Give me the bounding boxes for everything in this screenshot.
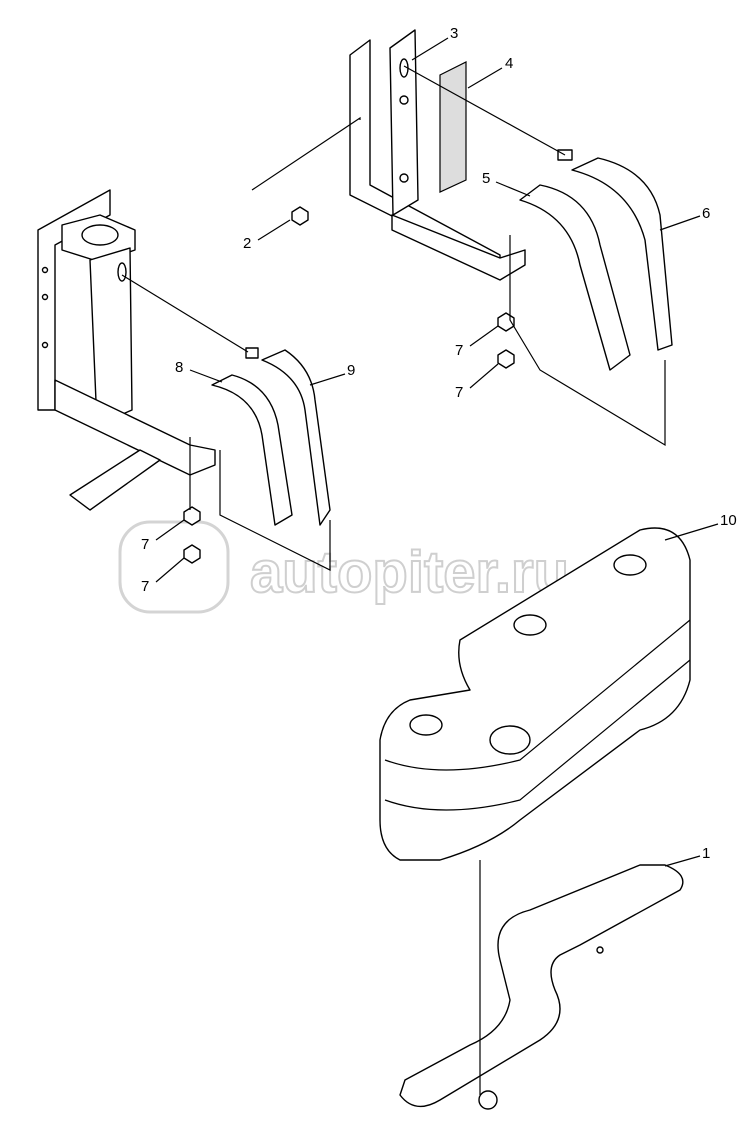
pad-8 xyxy=(211,374,293,526)
callout-7: 7 xyxy=(455,384,463,401)
callout-6: 6 xyxy=(702,205,710,222)
strap-9 xyxy=(245,347,331,526)
pad-5 xyxy=(519,184,631,371)
callout-2: 2 xyxy=(243,235,251,252)
callout-8: 8 xyxy=(175,359,183,376)
bracket-left xyxy=(37,189,216,511)
watermark: autopiter.ru xyxy=(118,520,570,614)
spacer-plate-4 xyxy=(439,61,467,193)
callout-7: 7 xyxy=(455,342,463,359)
bolt-2 xyxy=(291,206,309,226)
nuts xyxy=(183,206,515,564)
callout-1: 1 xyxy=(702,845,710,862)
callout-7: 7 xyxy=(141,536,149,553)
leader-lines xyxy=(121,37,719,1095)
callout-7: 7 xyxy=(141,578,149,595)
watermark-text: autopiter.ru xyxy=(250,540,569,605)
callout-4: 4 xyxy=(505,55,513,72)
callout-labels: 3 4 2 5 6 7 7 8 9 7 7 10 1 xyxy=(141,25,737,862)
callout-3: 3 xyxy=(450,25,458,42)
bracket-right xyxy=(349,29,526,281)
callout-10: 10 xyxy=(720,512,737,529)
fuel-tank xyxy=(379,527,691,861)
callout-5: 5 xyxy=(482,170,490,187)
heat-shield-plate xyxy=(399,864,684,1110)
callout-9: 9 xyxy=(347,362,355,379)
